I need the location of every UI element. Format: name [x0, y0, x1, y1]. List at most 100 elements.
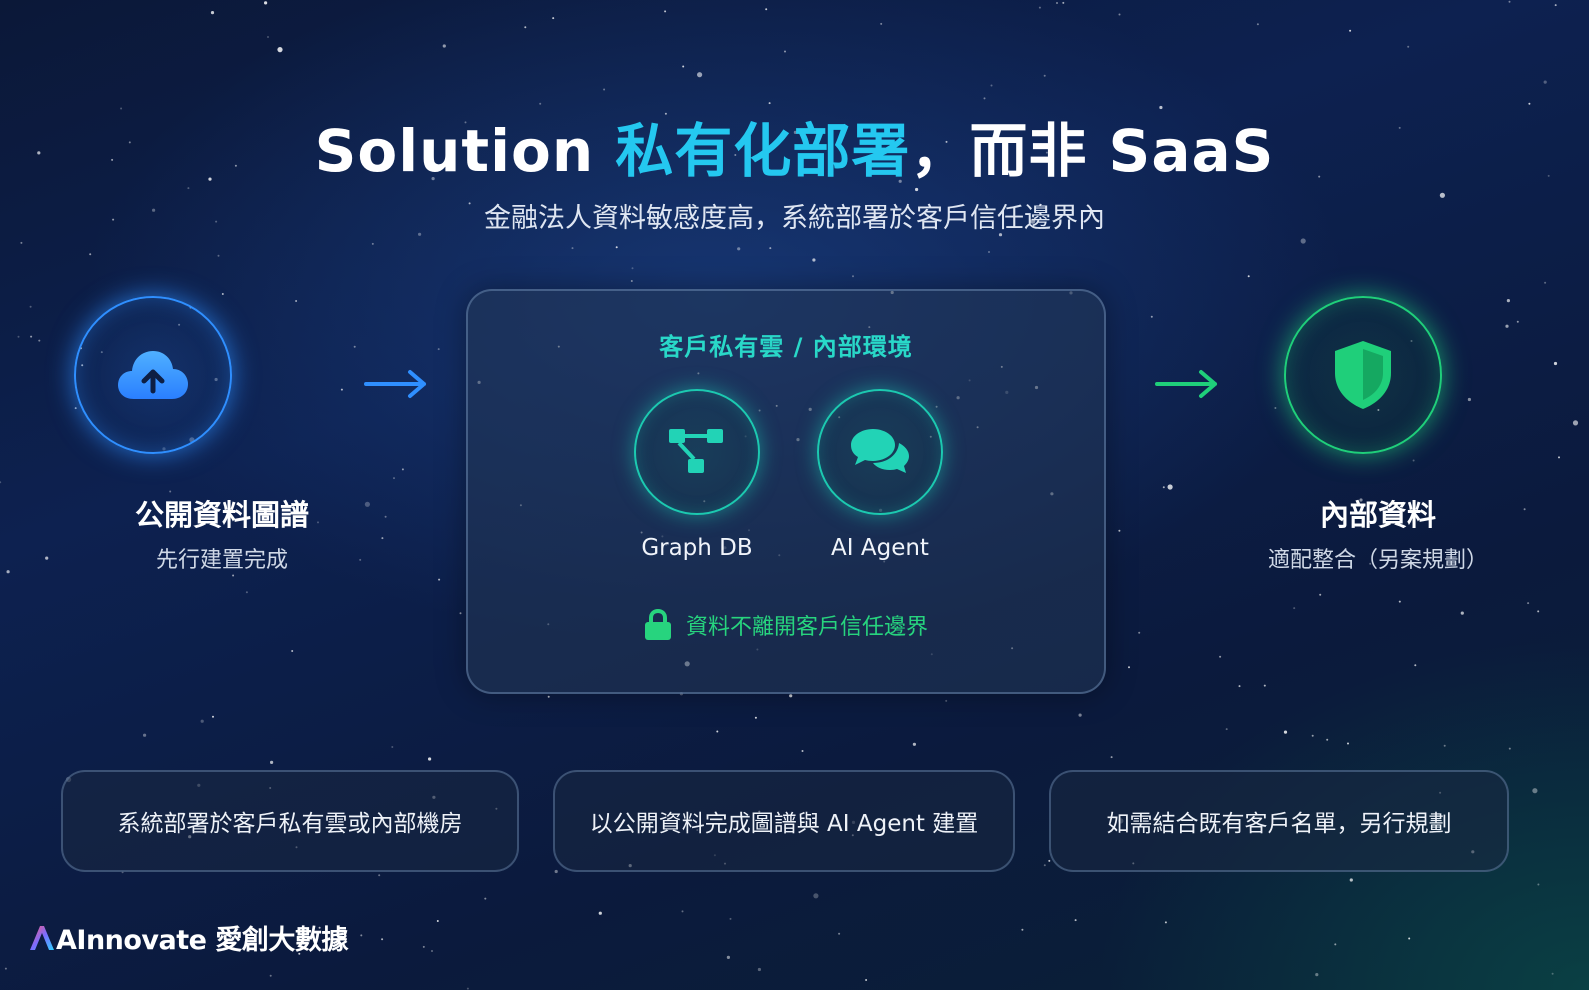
right-node-subtitle: 適配整合（另案規劃）	[1267, 548, 1488, 573]
star	[615, 246, 618, 249]
star	[232, 574, 235, 577]
star	[169, 490, 172, 493]
star	[30, 335, 33, 338]
star	[1349, 29, 1352, 32]
star	[1030, 218, 1036, 224]
star	[664, 10, 667, 13]
star	[1078, 713, 1082, 717]
star	[6, 570, 10, 574]
note-text-3: 如需結合既有客戶名單，另行規劃	[1106, 811, 1452, 837]
star	[1407, 45, 1410, 48]
note-card-2: 以公開資料完成圖譜與 AI Agent 建置	[553, 770, 1015, 872]
star	[1311, 734, 1314, 737]
star	[1003, 143, 1007, 147]
star	[726, 955, 731, 960]
star	[945, 140, 948, 143]
star	[801, 750, 804, 752]
star	[152, 208, 156, 212]
star	[1056, 2, 1058, 4]
star	[484, 897, 487, 900]
star	[295, 300, 298, 302]
star	[571, 247, 574, 250]
star	[1347, 742, 1349, 745]
star	[431, 950, 433, 952]
private-cloud-title: 客戶私有雲 / 內部環境	[659, 333, 913, 361]
star	[838, 932, 841, 935]
star	[784, 50, 786, 53]
star	[1318, 175, 1321, 178]
star	[603, 88, 606, 91]
star	[1163, 157, 1166, 160]
star	[631, 267, 634, 270]
lock-icon	[644, 609, 671, 640]
ai-agent-node	[817, 389, 943, 515]
star	[554, 869, 558, 874]
star	[277, 47, 283, 53]
star	[1118, 529, 1121, 532]
star	[1505, 324, 1509, 328]
star	[384, 515, 387, 518]
star	[437, 348, 440, 351]
star	[221, 293, 224, 295]
star	[340, 388, 343, 391]
graph-db-label: Graph DB	[641, 535, 753, 561]
star	[1414, 664, 1417, 667]
star	[1334, 943, 1337, 946]
star	[1293, 607, 1296, 610]
brand-logo: AInnovate 愛創大數據	[28, 918, 348, 957]
graph-db-icon	[669, 429, 723, 473]
star	[1247, 275, 1250, 278]
star	[539, 102, 542, 105]
star	[360, 934, 363, 937]
star	[1551, 972, 1554, 975]
note-text-1: 系統部署於客戶私有雲或內部機房	[117, 811, 463, 837]
star	[1274, 407, 1277, 409]
title-lead: Solution	[314, 117, 616, 185]
star	[364, 501, 370, 507]
star	[120, 107, 123, 110]
star	[789, 694, 793, 698]
star	[438, 578, 441, 581]
star	[898, 179, 902, 183]
star	[1547, 174, 1550, 177]
star	[208, 177, 212, 181]
public-graph-node	[74, 296, 232, 454]
star	[1412, 459, 1415, 462]
note-card-1: 系統部署於客戶私有雲或內部機房	[61, 770, 519, 872]
star	[1369, 562, 1372, 565]
internal-data-node	[1284, 296, 1442, 454]
star	[1544, 281, 1547, 284]
star	[1066, 155, 1069, 158]
star	[865, 979, 868, 981]
note-card-3: 如需結合既有客戶名單，另行規劃	[1049, 770, 1509, 872]
star	[998, 233, 1003, 237]
star	[401, 468, 404, 471]
star	[754, 716, 757, 719]
star	[1138, 631, 1141, 634]
star	[1048, 859, 1051, 862]
star	[1523, 508, 1526, 511]
star	[1074, 919, 1077, 922]
title-accent: 私有化部署	[615, 117, 911, 185]
star	[1045, 151, 1048, 154]
star	[1283, 730, 1288, 734]
star	[1238, 685, 1241, 688]
star	[1021, 928, 1024, 931]
lock-notice-text: 資料不離開客戶信任邊界	[685, 615, 928, 640]
star	[915, 187, 919, 192]
star	[852, 275, 854, 278]
star	[1554, 4, 1557, 7]
ai-agent-label: AI Agent	[831, 535, 929, 561]
star	[418, 232, 422, 236]
star	[812, 258, 816, 262]
star	[737, 247, 741, 251]
star	[524, 26, 527, 29]
star	[664, 112, 667, 115]
star	[1516, 320, 1519, 323]
star	[468, 202, 471, 205]
star	[422, 945, 425, 948]
star	[143, 733, 147, 737]
star	[1219, 655, 1222, 658]
star	[187, 187, 190, 190]
star	[1319, 593, 1322, 596]
